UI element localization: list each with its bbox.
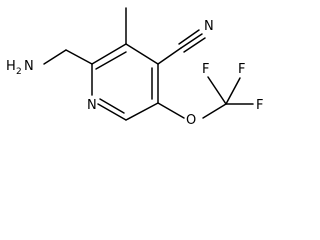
bond-cf3-f-top-right (225, 77, 241, 105)
bond-c6-n1-inner (99, 98, 125, 114)
bond-cf3-f-top-left (207, 76, 227, 105)
structure-canvas: H 2 N N N O F F F (0, 0, 272, 132)
bond-c4-cn (157, 47, 182, 65)
bond-cn-triple-c (183, 37, 206, 53)
amine-h-label: H (6, 59, 16, 74)
bond-nh2-ch2 (43, 49, 67, 65)
fluorine-top-left-label: F (202, 62, 209, 77)
fluorine-top-right-label: F (238, 62, 245, 77)
fluorine-right-label: F (256, 98, 263, 113)
bond-ch2-c2 (65, 49, 93, 65)
ether-o-label: O (186, 113, 196, 128)
bond-cn-triple-a (180, 33, 203, 49)
ring-n-label: N (87, 98, 97, 113)
bond-c2-c3-inner (95, 51, 127, 70)
bond-c6-n1 (97, 103, 127, 121)
bond-c5-o (157, 102, 185, 119)
bond-c5-c6 (125, 102, 159, 121)
amine-subscript-label: 2 (16, 67, 22, 77)
bond-o-cf3 (202, 103, 227, 119)
bond-cn-triple-b (178, 29, 200, 45)
nitrile-n-label: N (204, 19, 214, 34)
amine-n-label: N (24, 59, 34, 74)
molecule-diagram: H 2 N N N O F F F (6, 7, 263, 128)
bond-c2-c3 (91, 43, 127, 65)
bond-c3-c4 (125, 43, 159, 65)
